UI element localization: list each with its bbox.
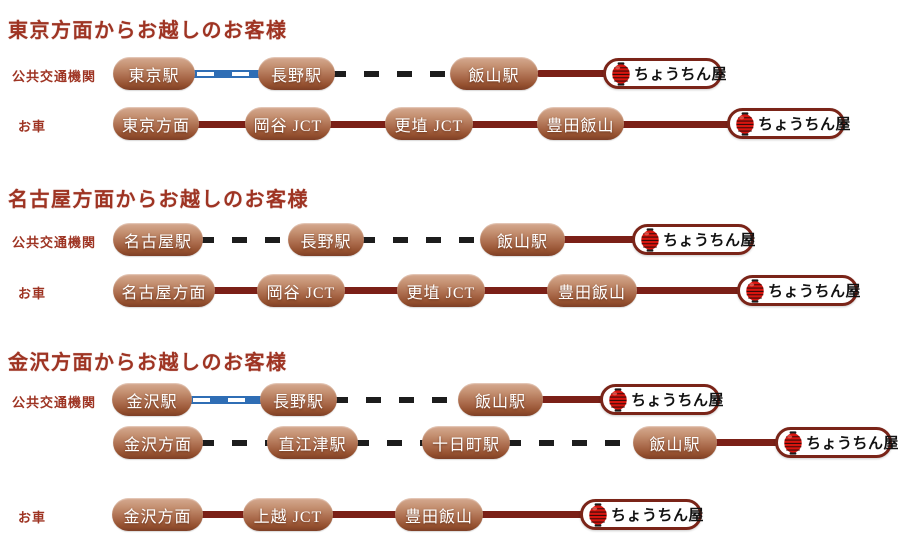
station-node: 豊田飯山 (537, 107, 624, 140)
station-node: 名古屋駅 (113, 223, 203, 256)
station-node: 直江津駅 (267, 426, 358, 459)
destination-label: ちょうちん屋 (611, 507, 705, 524)
lantern-icon (746, 278, 764, 303)
station-label: 東京駅 (128, 67, 180, 85)
access-road-line (561, 236, 641, 243)
section-title-tokyo: 東京方面からお越しのお客様 (8, 20, 288, 42)
station-label: 金沢方面 (123, 508, 192, 526)
station-label: 飯山駅 (468, 67, 520, 85)
station-label: 金沢駅 (126, 393, 178, 411)
destination-badge: ちょうちん屋 (603, 58, 727, 89)
station-label: 東京方面 (121, 117, 190, 135)
shinkansen-line (188, 396, 264, 404)
station-label: 飯山駅 (649, 436, 701, 454)
station-label: 岡谷 JCT (266, 284, 336, 302)
station-label: 更埴 JCT (394, 117, 464, 135)
row-label-public-transport: 公共交通機関 (12, 69, 97, 84)
station-label: 豊田飯山 (546, 117, 615, 135)
lantern-icon (736, 111, 754, 136)
station-label: 飯山駅 (496, 233, 548, 251)
station-node: 名古屋方面 (113, 274, 215, 307)
station-label: 岡谷 JCT (253, 117, 323, 135)
destination-badge: ちょうちん屋 (632, 224, 757, 255)
station-node: 更埴 JCT (397, 274, 485, 307)
station-label: 十日町駅 (431, 436, 500, 454)
row-label-car: お車 (18, 286, 47, 301)
station-node: 豊田飯山 (395, 498, 483, 531)
rail-dashed-line (333, 397, 462, 403)
row-label-public-transport: 公共交通機関 (12, 395, 97, 410)
station-label: 豊田飯山 (404, 508, 473, 526)
section-title-nagoya: 名古屋方面からお越しのお客様 (8, 189, 309, 211)
destination-badge: ちょうちん屋 (600, 384, 724, 415)
section-title-kanazawa: 金沢方面からお越しのお客様 (8, 352, 288, 374)
destination-badge: ちょうちん屋 (727, 108, 851, 139)
station-node: 金沢駅 (112, 383, 192, 416)
station-node: 飯山駅 (480, 223, 565, 256)
station-label: 更埴 JCT (406, 284, 476, 302)
access-road-line (540, 396, 610, 403)
station-node: 岡谷 JCT (257, 274, 345, 307)
lantern-icon (609, 387, 627, 412)
station-node: 上越 JCT (243, 498, 333, 531)
shinkansen-line (192, 70, 262, 78)
station-node: 長野駅 (260, 383, 337, 416)
station-node: 東京方面 (113, 107, 199, 140)
station-label: 飯山駅 (474, 393, 526, 411)
lantern-icon (612, 61, 630, 86)
destination-label: ちょうちん屋 (758, 116, 852, 133)
station-node: 飯山駅 (633, 426, 717, 459)
rail-dashed-line (199, 237, 292, 243)
station-label: 直江津駅 (278, 436, 347, 454)
row-label-public-transport: 公共交通機関 (12, 235, 97, 250)
station-node: 飯山駅 (458, 383, 543, 416)
lantern-icon (589, 502, 607, 527)
station-label: 長野駅 (270, 67, 322, 85)
row-label-car: お車 (18, 510, 47, 525)
destination-label: ちょうちん屋 (768, 283, 862, 300)
rail-dashed-line (331, 71, 454, 77)
station-node: 更埴 JCT (385, 107, 473, 140)
row-label-car: お車 (18, 119, 47, 134)
destination-label: ちょうちん屋 (634, 66, 728, 83)
lantern-icon (784, 430, 802, 455)
destination-badge: ちょうちん屋 (580, 499, 705, 530)
destination-label: ちょうちん屋 (806, 435, 900, 452)
station-node: 飯山駅 (450, 57, 538, 90)
station-label: 金沢方面 (123, 436, 192, 454)
station-label: 長野駅 (272, 393, 324, 411)
station-node: 金沢方面 (112, 498, 203, 531)
station-label: 上越 JCT (253, 508, 323, 526)
lantern-icon (641, 227, 659, 252)
destination-label: ちょうちん屋 (663, 232, 757, 249)
station-label: 名古屋方面 (121, 284, 207, 302)
station-label: 長野駅 (300, 233, 352, 251)
station-node: 岡谷 JCT (245, 107, 331, 140)
station-node: 長野駅 (258, 57, 335, 90)
station-node: 豊田飯山 (547, 274, 637, 307)
station-label: 豊田飯山 (557, 284, 626, 302)
rail-dashed-line (354, 440, 426, 446)
rail-dashed-line (199, 440, 271, 446)
station-node: 十日町駅 (422, 426, 510, 459)
rail-dashed-line (360, 237, 484, 243)
rail-dashed-line (506, 440, 637, 446)
station-label: 名古屋駅 (123, 233, 192, 251)
station-node: 金沢方面 (113, 426, 203, 459)
station-node: 長野駅 (288, 223, 364, 256)
destination-label: ちょうちん屋 (631, 392, 725, 409)
access-road-line (536, 70, 608, 77)
destination-badge: ちょうちん屋 (775, 427, 899, 458)
access-road-line (713, 439, 783, 446)
station-node: 東京駅 (113, 57, 195, 90)
destination-badge: ちょうちん屋 (737, 275, 862, 306)
